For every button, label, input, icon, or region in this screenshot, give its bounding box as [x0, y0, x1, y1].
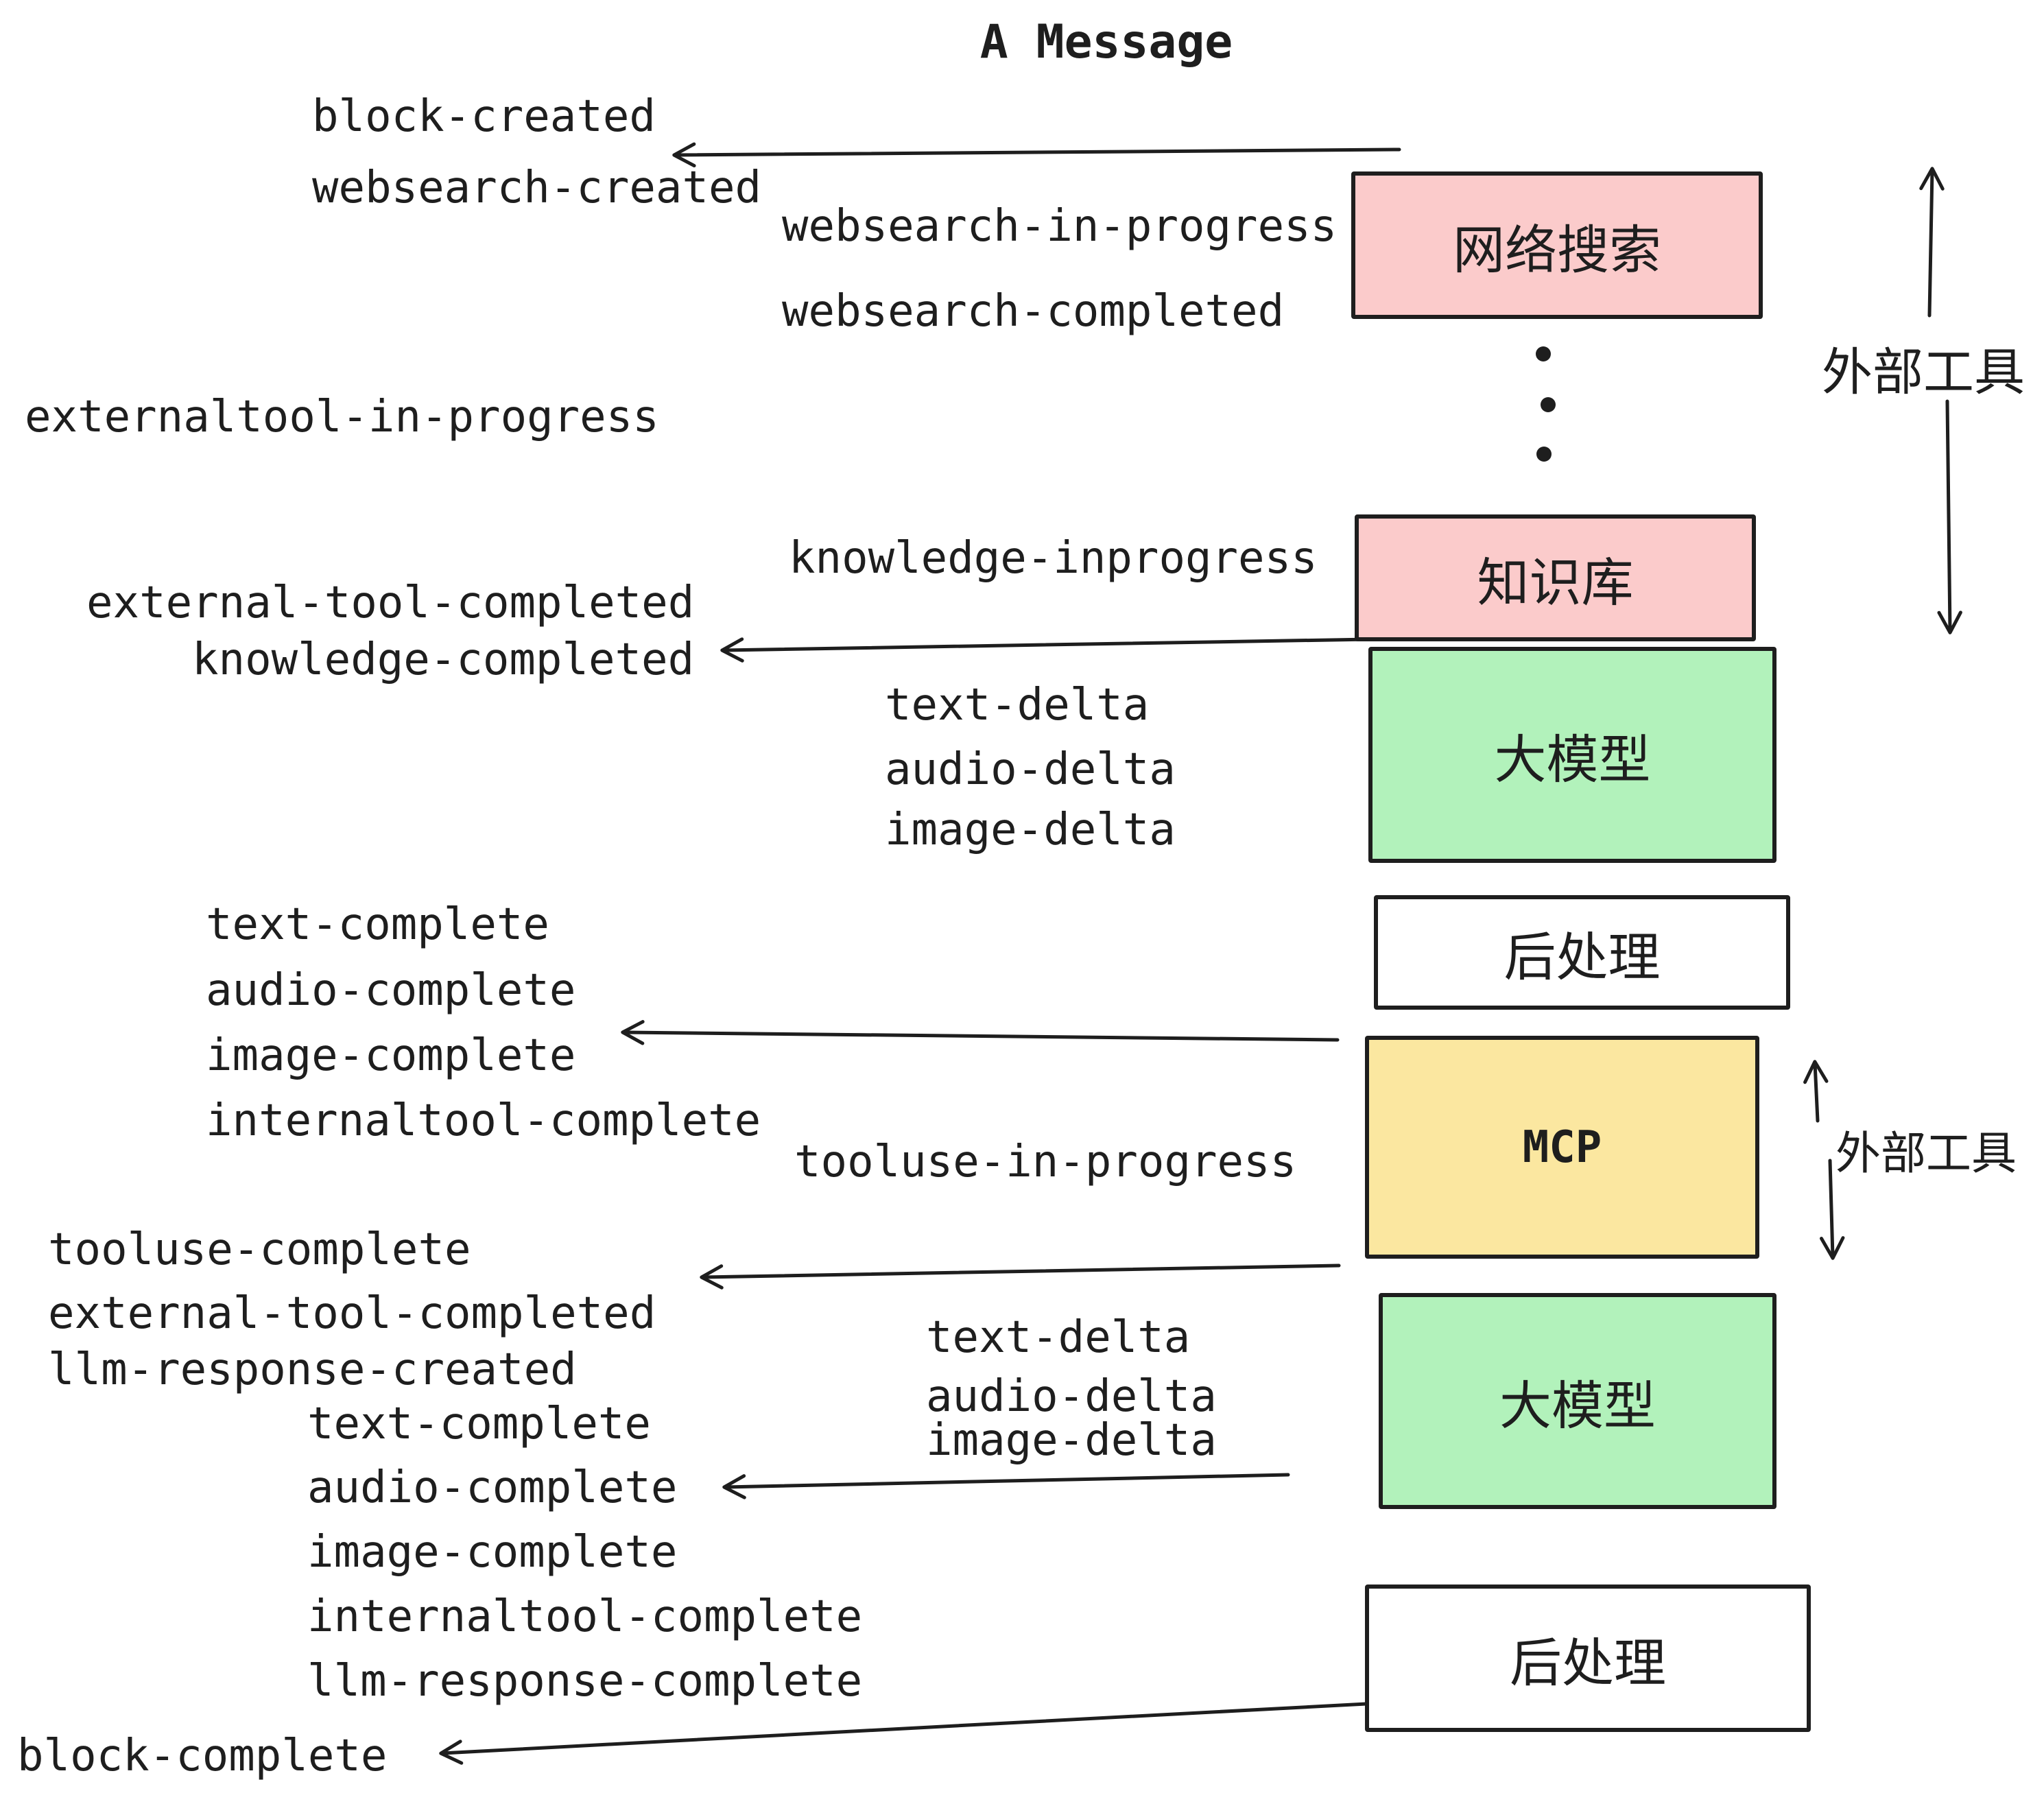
event-websearch-created: websearch-created	[312, 163, 762, 213]
node-mcp-label: MCP	[1522, 1121, 1602, 1173]
event-audio-delta: audio-delta	[885, 744, 1176, 795]
arrow-external-tools-bottom-down	[1820, 1159, 1845, 1260]
event-audio-complete-2: audio-complete	[307, 1462, 678, 1513]
event-knowledge-completed: knowledge-completed	[192, 634, 695, 685]
node-knowledge: 知识库	[1355, 514, 1756, 641]
event-websearch-in-progress: websearch-in-progress	[782, 201, 1338, 252]
node-knowledge-label: 知识库	[1477, 554, 1634, 613]
node-postprocess-1: 后处理	[1374, 895, 1790, 1010]
event-block-created: block-created	[312, 91, 656, 142]
arrow-external-tools-bottom-up	[1803, 1060, 1829, 1123]
arrow-websearch-to-created	[672, 142, 1401, 168]
node-llm-2-label: 大模型	[1499, 1377, 1656, 1436]
event-text-complete-2: text-complete	[307, 1399, 651, 1449]
side-label-external-tools-top: 外部工具	[1822, 344, 2025, 401]
arrow-llm2-audio-complete	[722, 1473, 1290, 1499]
arrow-knowledge-completed	[720, 637, 1372, 663]
arrow-external-tools-top-down	[1937, 399, 1962, 634]
node-postprocess-1-label: 后处理	[1504, 928, 1661, 987]
diagram-title: A Message	[979, 15, 1233, 69]
event-text-delta-2: text-delta	[926, 1312, 1191, 1363]
event-websearch-completed: websearch-completed	[782, 286, 1285, 337]
event-audio-delta-2: audio-delta	[926, 1371, 1217, 1422]
arrow-llm1-complete	[621, 1020, 1340, 1045]
ellipsis-dots	[1536, 346, 1556, 462]
side-label-external-tools-bottom: 外部工具	[1835, 1128, 2017, 1178]
event-image-complete-2: image-complete	[307, 1527, 678, 1578]
event-externaltool-in-progress: externaltool-in-progress	[25, 392, 659, 442]
event-llm-response-created: llm-response-created	[48, 1344, 577, 1395]
arrow-external-tools-top-up	[1919, 167, 1945, 318]
arrow-mcp-tooluse-complete	[700, 1263, 1341, 1290]
node-llm-1: 大模型	[1368, 647, 1776, 863]
arrow-post2-block-complete	[439, 1702, 1368, 1765]
event-external-tool-completed: external-tool-completed	[86, 578, 695, 628]
event-tooluse-in-progress: tooluse-in-progress	[794, 1137, 1297, 1187]
node-websearch-label: 网络搜索	[1453, 221, 1661, 280]
node-llm-2: 大模型	[1379, 1293, 1776, 1509]
event-block-complete: block-complete	[17, 1731, 388, 1781]
event-text-complete: text-complete	[206, 899, 549, 950]
event-internaltool-complete: internaltool-complete	[206, 1095, 761, 1146]
node-postprocess-2-label: 后处理	[1510, 1634, 1666, 1693]
node-postprocess-2: 后处理	[1365, 1585, 1811, 1732]
event-image-delta: image-delta	[885, 805, 1176, 855]
event-internaltool-complete-2: internaltool-complete	[307, 1591, 863, 1642]
node-mcp: MCP	[1365, 1036, 1759, 1259]
event-text-delta: text-delta	[885, 680, 1150, 731]
event-external-tool-completed-2: external-tool-completed	[48, 1288, 656, 1339]
node-llm-1-label: 大模型	[1494, 731, 1651, 790]
event-audio-complete: audio-complete	[206, 965, 576, 1016]
event-llm-response-complete: llm-response-complete	[307, 1656, 863, 1707]
event-knowledge-inprogress: knowledge-inprogress	[789, 533, 1318, 584]
node-websearch: 网络搜索	[1351, 171, 1763, 319]
event-tooluse-complete: tooluse-complete	[48, 1224, 471, 1275]
event-image-complete: image-complete	[206, 1030, 576, 1081]
event-image-delta-2: image-delta	[926, 1415, 1217, 1466]
